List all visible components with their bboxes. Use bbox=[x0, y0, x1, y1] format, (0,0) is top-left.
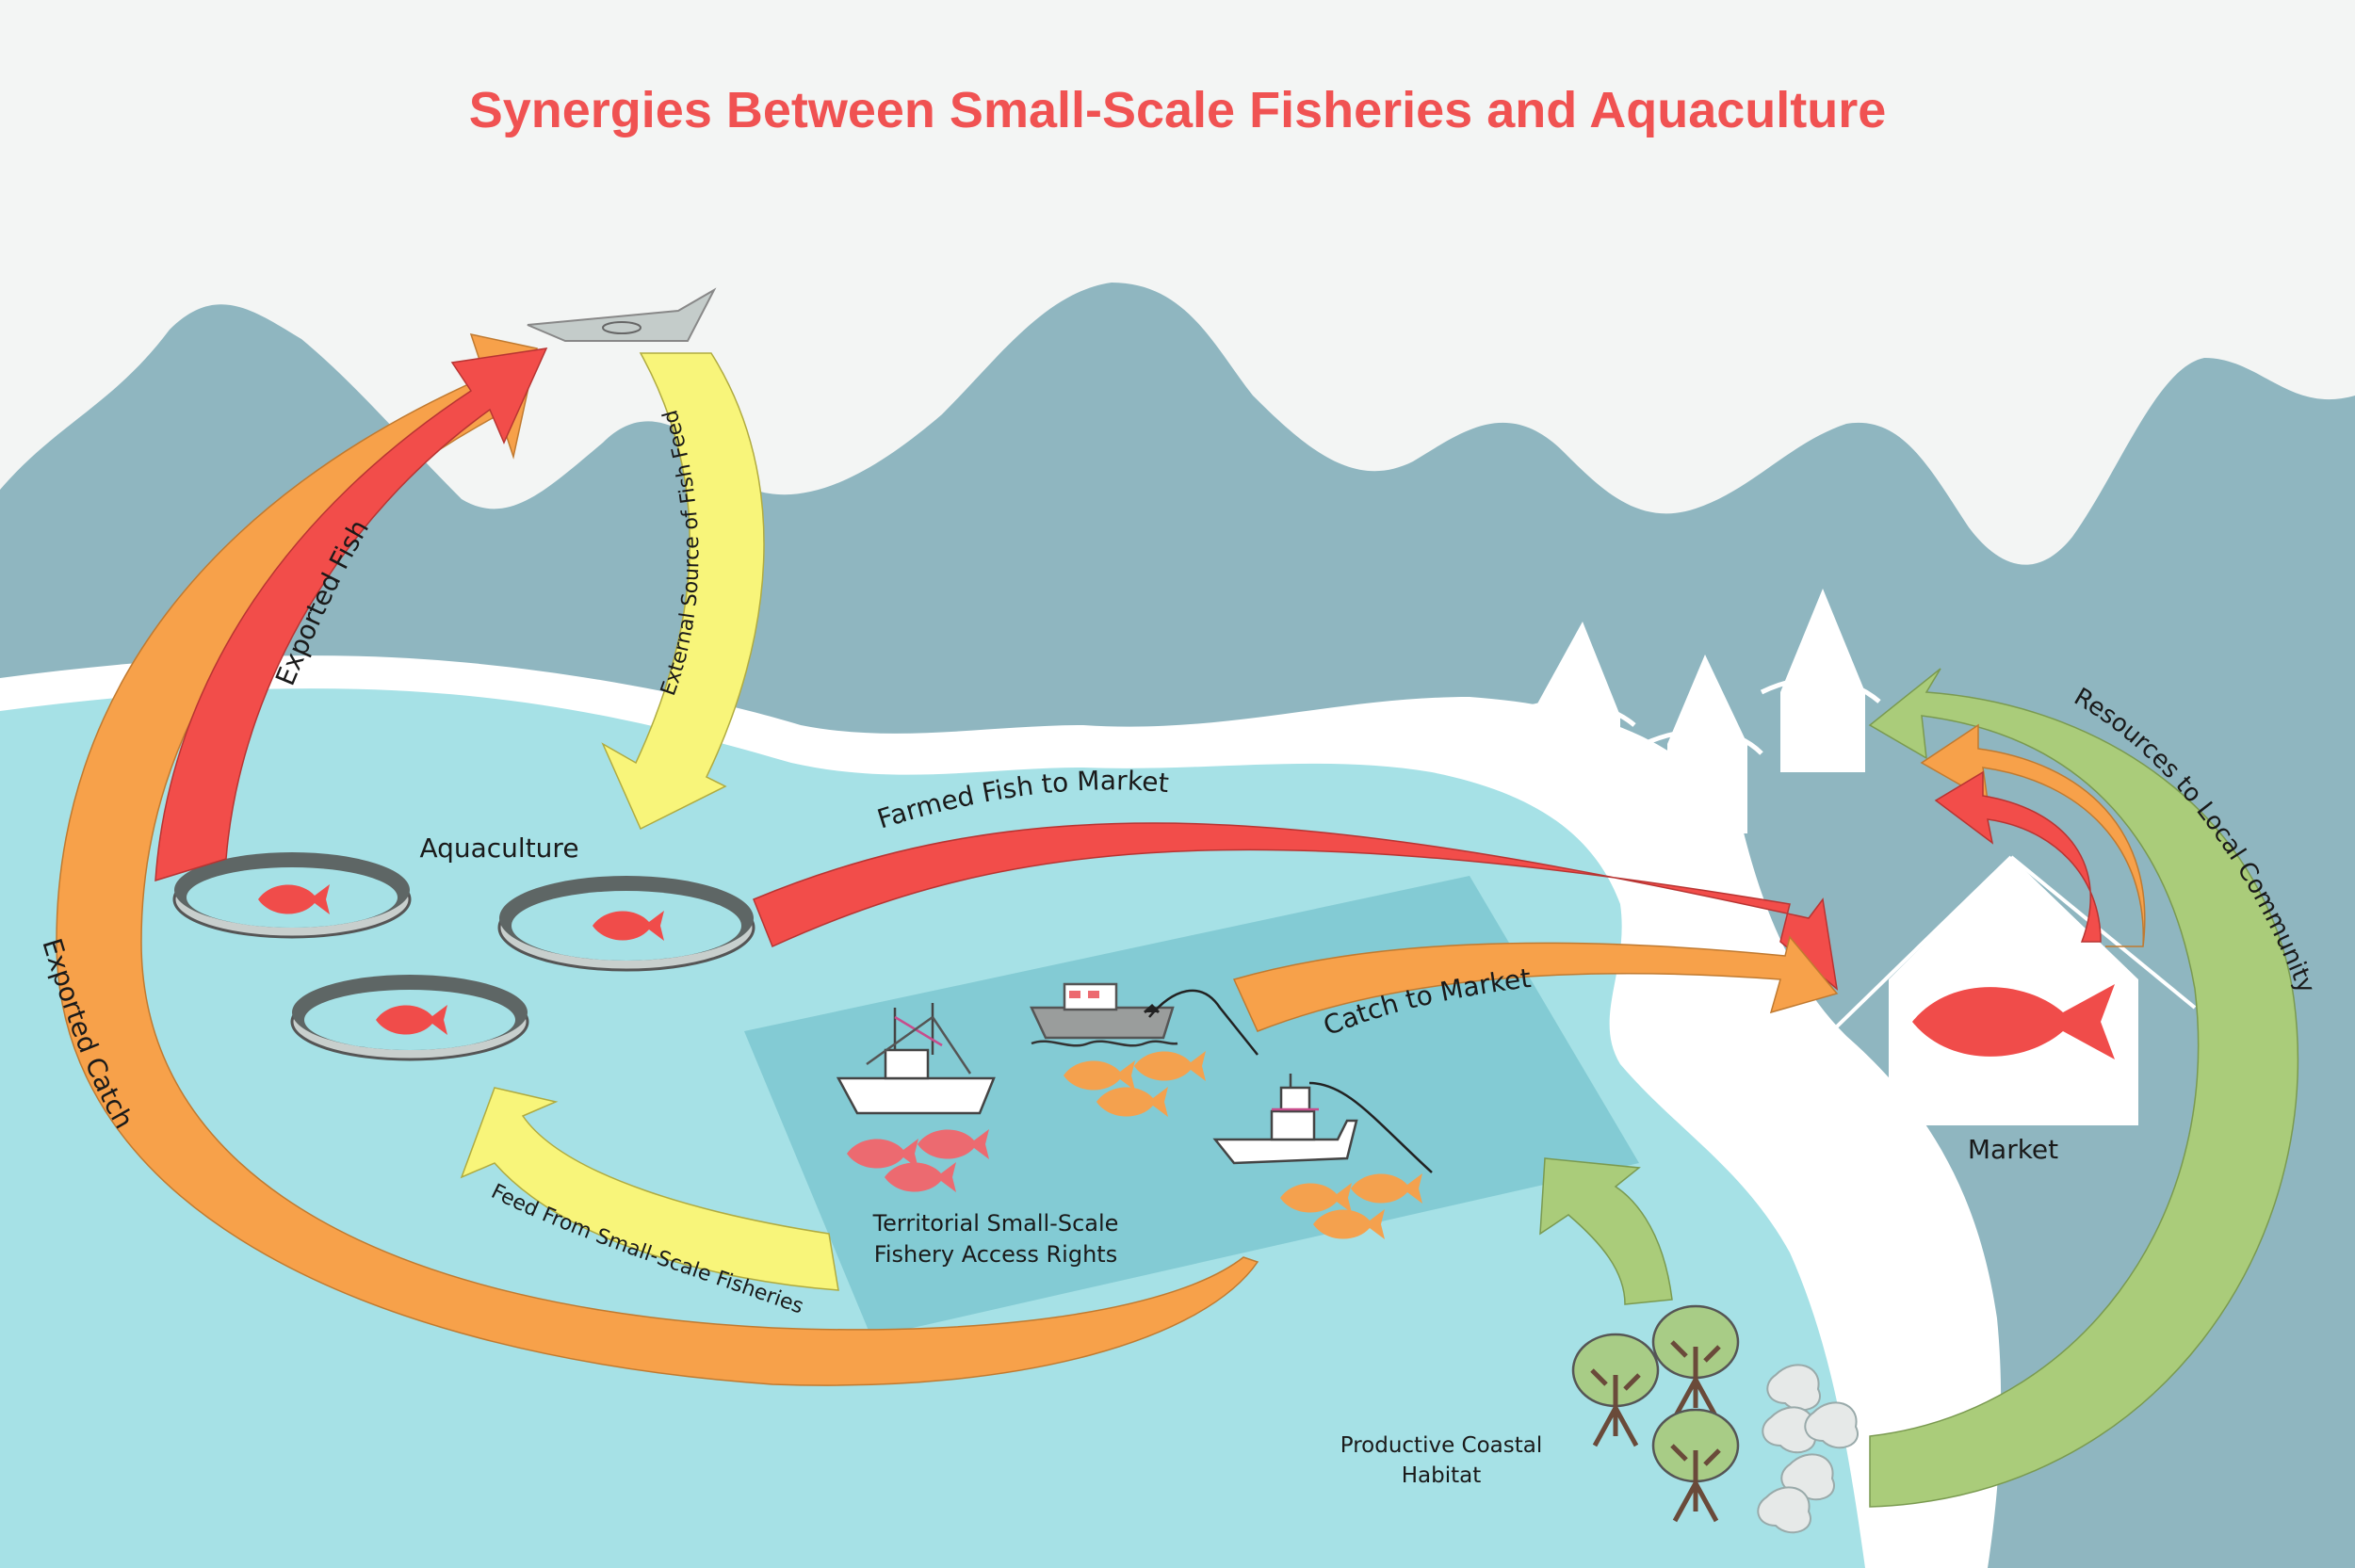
arrow-community-red bbox=[1934, 770, 2102, 943]
sport-boat-icon bbox=[1212, 1074, 1433, 1173]
territorial-fishery-zone bbox=[744, 876, 1639, 1337]
arrow-feed-from-ssf bbox=[460, 1087, 839, 1291]
arrow-resources-local bbox=[1868, 668, 2298, 1508]
aquaculture-pen-1 bbox=[172, 852, 412, 939]
arrow-catch-to-market bbox=[1232, 935, 1839, 1032]
territorial-label-line2: Fishery Access Rights bbox=[874, 1241, 1117, 1268]
aquaculture-pen-3 bbox=[290, 975, 529, 1061]
arrow-exported-fish bbox=[154, 348, 548, 882]
cargo-plane-icon bbox=[527, 287, 717, 342]
mangrove-trees-icon bbox=[1571, 1304, 1740, 1523]
fishing-vessel-icon bbox=[836, 1003, 996, 1115]
village-houses bbox=[1505, 589, 1881, 833]
territorial-label-line1: Territorial Small-Scale bbox=[872, 1210, 1119, 1237]
habitat-label-line2: Habitat bbox=[1402, 1463, 1482, 1488]
arrow-farmed-to-market bbox=[753, 822, 1839, 991]
arrow-external-feed bbox=[601, 352, 765, 831]
habitat-label-line1: Productive Coastal bbox=[1340, 1433, 1543, 1458]
page-title: Synergies Between Small-Scale Fisheries … bbox=[469, 82, 1887, 138]
aquaculture-pen-2 bbox=[497, 876, 755, 972]
market-fish-icon bbox=[1912, 984, 2115, 1059]
aquaculture-label: Aquaculture bbox=[419, 832, 578, 864]
market-label: Market bbox=[1968, 1134, 2058, 1165]
arrow-exported-catch bbox=[56, 332, 1259, 1386]
small-boat-icon bbox=[1030, 982, 1259, 1056]
oyster-shells-icon bbox=[1757, 1364, 1859, 1534]
arrow-habitat bbox=[1539, 1157, 1673, 1305]
